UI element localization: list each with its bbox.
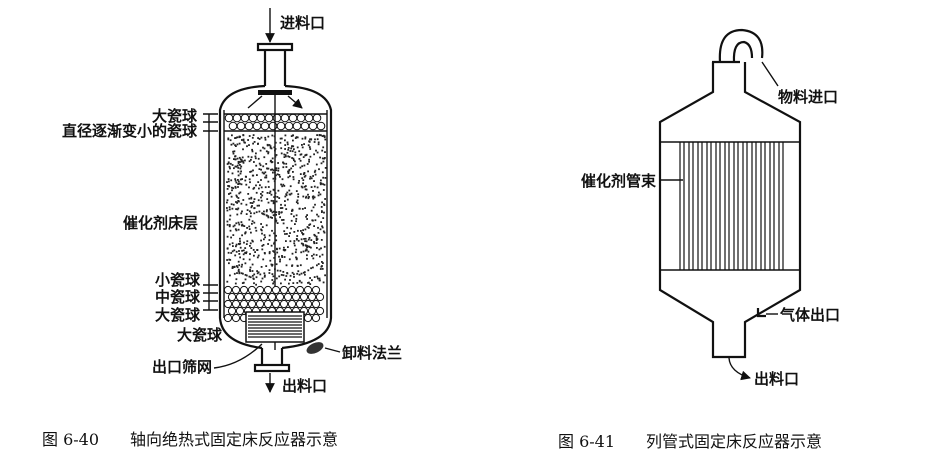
catalyst-tube-bundle <box>679 142 784 270</box>
tube-bundle-label: 催化剂管束 <box>581 172 657 190</box>
outlet-label: 出料口 <box>282 377 327 395</box>
gas-outlet-label: 气体出口 <box>779 306 840 324</box>
axial-reactor-figure: 进料口 出料口 卸料法兰 大瓷球 直径逐渐变小的 <box>42 8 402 449</box>
caption-6-40: 轴向绝热式固定床反应器示意 <box>130 430 338 449</box>
distributor-plate <box>258 90 292 95</box>
tubular-reactor-figure: 物料进口 催化剂管束 气体出口 出料口 图 6-41 列管式固定床反应器示意 <box>558 28 840 451</box>
outlet-screen-box <box>245 311 305 343</box>
label-large-balls-1: 大瓷球 <box>155 306 201 324</box>
inlet-flange <box>256 42 294 52</box>
label-small-balls: 小瓷球 <box>155 271 201 289</box>
flow-arrows <box>247 95 302 108</box>
outlet-flange <box>253 363 291 373</box>
caption-number-6-40: 图 6-40 <box>42 430 99 449</box>
vessel-inner-wall <box>223 110 328 318</box>
discharge-flange-label: 卸料法兰 <box>342 344 402 362</box>
label-graded-balls: 直径逐渐变小的瓷球 <box>62 122 198 140</box>
vessel-shell <box>218 84 333 350</box>
discharge-flange-icon <box>306 342 324 354</box>
label-medium-balls: 中瓷球 <box>155 288 201 306</box>
reactor-shell <box>658 62 802 359</box>
label-outlet-screen: 出口筛网 <box>152 358 212 376</box>
inlet-nozzle <box>263 50 287 86</box>
outlet-label-41: 出料口 <box>754 370 799 388</box>
catalyst-bed-particles <box>226 134 327 286</box>
feed-inlet-label: 物料进口 <box>778 88 838 106</box>
outlet-nozzle <box>260 348 284 365</box>
caption-6-41: 列管式固定床反应器示意 <box>646 432 822 451</box>
outlet-arrow-41 <box>728 357 751 381</box>
label-catalyst-bed: 催化剂床层 <box>123 214 198 232</box>
gas-outlet-pipe <box>756 308 766 318</box>
feed-pipe-hook <box>718 28 764 63</box>
caption-number-6-41: 图 6-41 <box>558 432 615 451</box>
label-large-balls-top: 大瓷球 <box>152 107 198 125</box>
inlet-label: 进料口 <box>280 14 325 32</box>
label-large-balls-2: 大瓷球 <box>177 326 223 344</box>
top-ceramic-ball-layer <box>224 113 326 131</box>
